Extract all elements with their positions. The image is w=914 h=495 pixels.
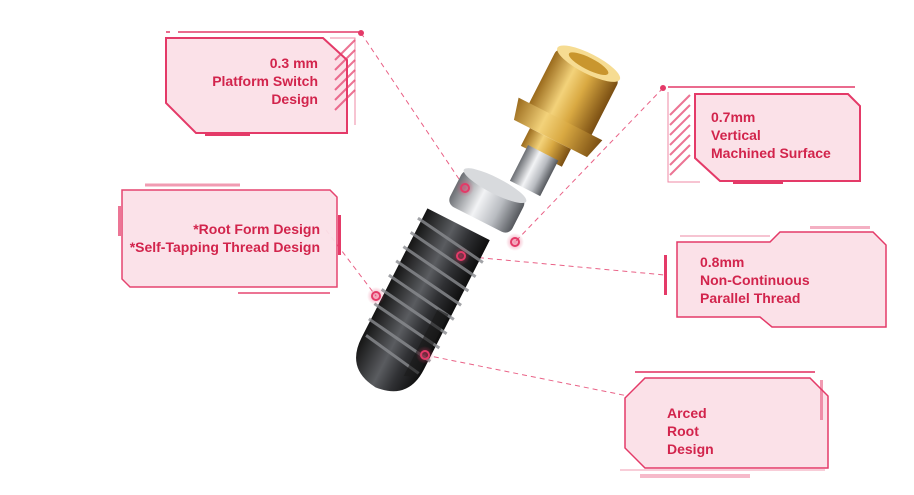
callout-label-machined-surface: 0.7mm Vertical Machined Surface xyxy=(711,108,831,162)
leader-line-thread xyxy=(460,255,666,276)
target-marker-machined xyxy=(506,233,524,251)
callout-panel-arced-root xyxy=(620,371,829,478)
callout-line: 0.7mm xyxy=(711,109,756,125)
callout-line: *Root Form Design xyxy=(193,221,320,237)
callout-label-root-form: *Root Form Design *Self-Tapping Thread D… xyxy=(130,220,320,256)
target-marker-arced xyxy=(416,346,434,364)
dental-implant xyxy=(356,45,621,392)
target-marker-platform xyxy=(456,179,474,197)
callout-label-arced-root: Arced Root Design xyxy=(667,404,714,458)
leader-line-platform xyxy=(360,32,466,189)
callout-line: Parallel Thread xyxy=(700,290,801,306)
callout-line: Arced xyxy=(667,405,707,421)
leader-line-arced xyxy=(424,354,629,397)
callout-line: Vertical xyxy=(711,127,761,143)
callout-label-parallel-thread: 0.8mm Non-Continuous Parallel Thread xyxy=(700,253,810,307)
target-marker-root-form xyxy=(367,287,385,305)
callout-line: Design xyxy=(271,91,318,107)
threaded-body xyxy=(356,208,490,392)
callout-line: Platform Switch xyxy=(212,73,318,89)
callout-panel-platform-switch xyxy=(165,30,364,136)
callout-line: Root xyxy=(667,423,699,439)
target-marker-thread xyxy=(452,247,470,265)
callout-line: Design xyxy=(667,441,714,457)
gold-abutment xyxy=(509,45,621,197)
callout-line: 0.8mm xyxy=(700,254,745,270)
callout-panel-parallel-thread xyxy=(664,226,887,328)
callout-line: 0.3 mm xyxy=(269,55,318,71)
target-markers xyxy=(367,179,524,364)
callout-label-platform-switch: 0.3 mm Platform Switch Design xyxy=(212,54,318,108)
callout-panel-machined-surface xyxy=(660,85,861,184)
callout-line: Non-Continuous xyxy=(700,272,810,288)
callout-line: Machined Surface xyxy=(711,145,831,161)
callout-panel-root-form xyxy=(118,183,341,294)
callout-line: *Self-Tapping Thread Design xyxy=(129,239,320,255)
